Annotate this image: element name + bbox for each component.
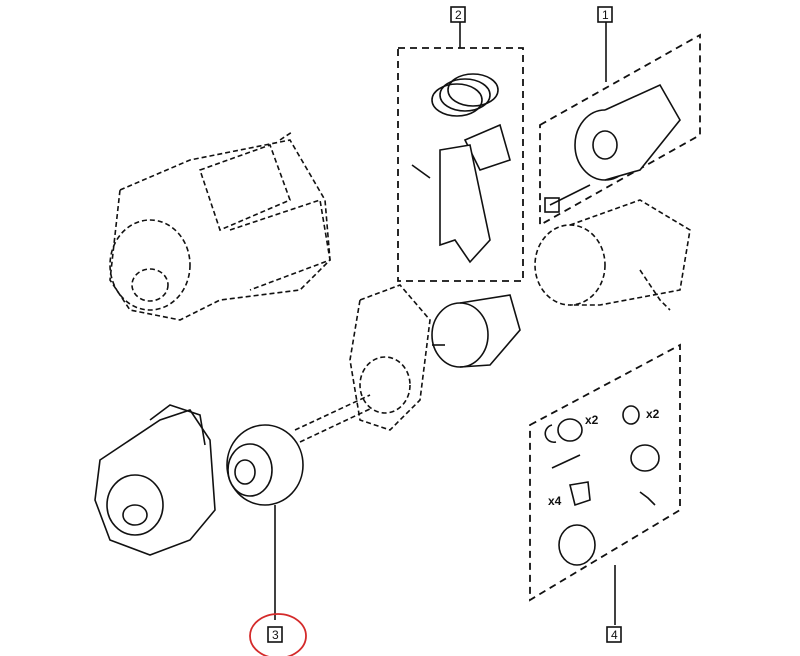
svg-text:3: 3	[272, 628, 279, 642]
pinion-drive-part-3	[226, 394, 373, 620]
highlight-circle	[249, 613, 307, 656]
qty-bushing: x2	[585, 413, 599, 427]
qty-clip: x4	[548, 494, 562, 508]
kit-box-2	[397, 22, 524, 282]
armature	[431, 294, 521, 368]
qty-washer: x2	[646, 407, 660, 421]
kit-box-4	[529, 343, 681, 625]
svg-text:2: 2	[455, 8, 462, 22]
svg-text:4: 4	[611, 628, 618, 642]
callout-2[interactable]: 2	[450, 6, 466, 23]
yoke-housing	[534, 199, 691, 311]
assembled-starter-motor	[109, 131, 331, 321]
callout-1[interactable]: 1	[597, 6, 613, 23]
svg-text:1: 1	[602, 8, 609, 22]
intermediate-bracket	[349, 284, 431, 431]
callout-4[interactable]: 4	[606, 626, 622, 643]
kit-box-1	[539, 22, 701, 227]
callout-3[interactable]: 3	[249, 613, 307, 656]
drive-end-housing	[94, 404, 216, 556]
